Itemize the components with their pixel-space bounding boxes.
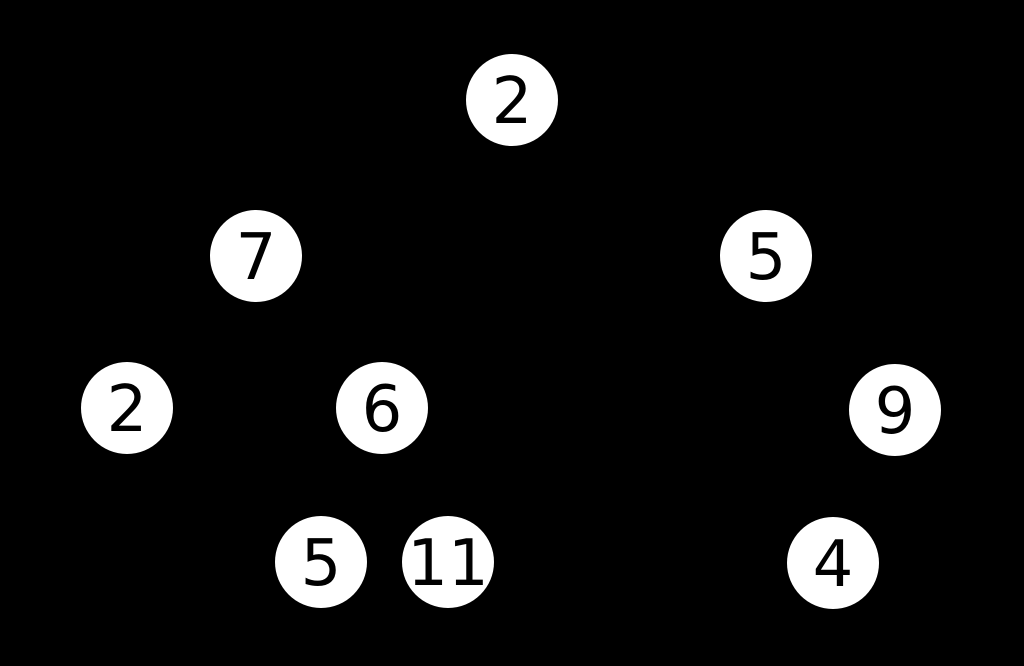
tree-node-n4: 4 bbox=[787, 517, 879, 609]
node-value: 2 bbox=[492, 65, 533, 139]
node-circle bbox=[787, 517, 879, 609]
tree-node-n5r: 5 bbox=[720, 210, 812, 302]
tree-node-n11: 11 bbox=[402, 516, 494, 608]
node-value: 5 bbox=[746, 221, 787, 295]
node-circle bbox=[81, 362, 173, 454]
node-circle bbox=[210, 210, 302, 302]
node-circle bbox=[275, 516, 367, 608]
tree-node-n6: 6 bbox=[336, 362, 428, 454]
node-value: 5 bbox=[301, 527, 342, 601]
tree-edge-root-n5r bbox=[510, 98, 768, 258]
node-circle bbox=[849, 364, 941, 456]
tree-node-n5b: 5 bbox=[275, 516, 367, 608]
node-circle bbox=[336, 362, 428, 454]
tree-node-n9: 9 bbox=[849, 364, 941, 456]
node-value: 11 bbox=[407, 527, 488, 601]
tree-node-n2l: 2 bbox=[81, 362, 173, 454]
node-value: 7 bbox=[236, 221, 277, 295]
tree-node-root: 2 bbox=[466, 54, 558, 146]
node-value: 6 bbox=[362, 373, 403, 447]
node-value: 4 bbox=[813, 528, 854, 602]
node-value: 2 bbox=[107, 373, 148, 447]
node-circle bbox=[720, 210, 812, 302]
tree-edge-root-n7 bbox=[254, 98, 514, 258]
node-value: 9 bbox=[875, 375, 916, 449]
node-circle bbox=[402, 516, 494, 608]
node-circle bbox=[466, 54, 558, 146]
tree-node-n7: 7 bbox=[210, 210, 302, 302]
